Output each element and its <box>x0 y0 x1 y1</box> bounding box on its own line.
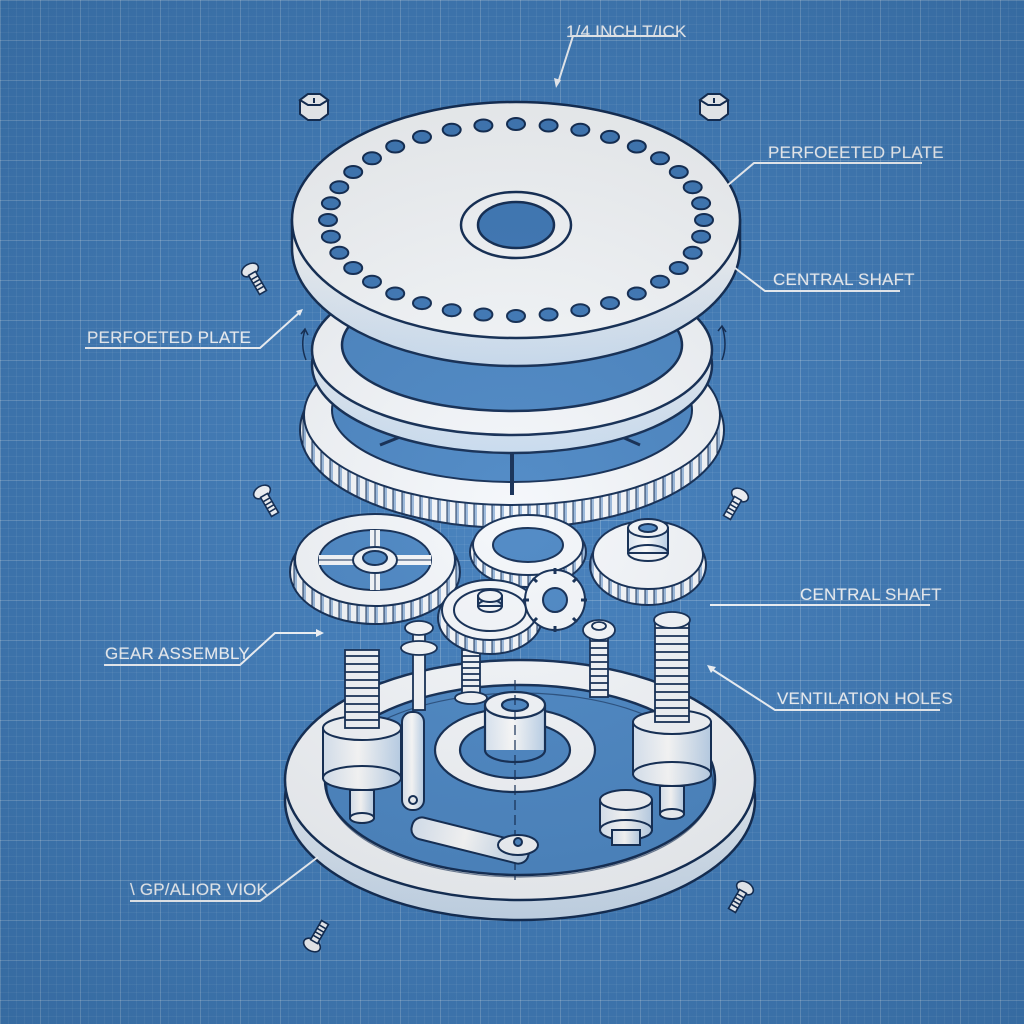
ventilation-hole <box>506 309 526 323</box>
ventilation-holes <box>318 117 714 323</box>
ventilation-hole <box>343 165 364 179</box>
ventilation-hole <box>412 129 432 144</box>
spring-damper-right <box>632 709 712 820</box>
ventilation-hole <box>682 180 703 195</box>
link-rod <box>401 711 539 865</box>
ventilation-hole <box>626 286 647 301</box>
screw-icon <box>722 487 750 521</box>
ventilation-hole <box>538 118 559 133</box>
hub-gear <box>589 518 707 606</box>
ventilation-hole <box>473 307 494 322</box>
screws <box>240 262 755 953</box>
springs <box>344 611 691 729</box>
spring-mid-right <box>582 619 616 698</box>
ventilation-hole <box>320 196 341 211</box>
label-central-shaft-upper: CENTRAL SHAFT <box>773 270 915 289</box>
ventilation-hole <box>691 229 712 244</box>
label-perforated-plate-left: PERFOETED PLATE <box>87 328 252 347</box>
ventilation-hole <box>329 180 350 195</box>
ventilation-hole <box>441 122 462 137</box>
spoked-gear <box>289 513 461 625</box>
motion-arrows <box>300 324 727 361</box>
spring-right <box>653 611 691 723</box>
spring-left <box>344 649 380 729</box>
ventilation-hole <box>682 245 703 260</box>
ventilation-hole <box>600 296 620 311</box>
ventilation-hole <box>570 122 591 137</box>
ventilation-hole <box>320 229 341 244</box>
ventilation-hole <box>385 286 406 301</box>
label-central-shaft-lower: CENTRAL SHAFT <box>800 585 942 604</box>
ventilation-hole <box>506 117 526 131</box>
ventilation-hole <box>412 296 432 311</box>
ventilation-hole <box>600 129 620 144</box>
label-gear-assembly: GEAR ASSEMBLY <box>105 644 250 663</box>
ventilation-hole <box>650 151 670 166</box>
leader-lines <box>85 35 940 902</box>
screw-icon <box>302 919 330 953</box>
ventilation-hole <box>538 307 559 322</box>
ventilation-hole <box>668 261 689 275</box>
ventilation-hole <box>473 118 494 133</box>
ventilation-hole <box>385 139 406 154</box>
ventilation-hole <box>441 303 462 318</box>
spool-part <box>599 789 653 846</box>
leader-arrowheads <box>296 78 716 673</box>
small-gear <box>523 568 587 632</box>
ventilation-hole <box>362 151 382 166</box>
back-gear <box>469 514 587 588</box>
ventilation-hole <box>668 165 689 179</box>
ventilation-hole <box>329 245 350 260</box>
hex-nut-left <box>298 93 330 121</box>
center-gear <box>437 579 543 655</box>
ventilation-hole <box>343 261 364 275</box>
screw-icon <box>727 880 755 914</box>
perforated-plate <box>290 100 742 368</box>
label-ventilation-holes: VENTILATION HOLES <box>777 689 953 708</box>
ventilation-hole <box>570 303 591 318</box>
ventilation-hole <box>362 274 382 289</box>
label-perforated-plate-right: PERFOEETED PLATE <box>768 143 944 162</box>
ventilation-hole <box>694 213 714 227</box>
ventilation-hole <box>650 274 670 289</box>
central-shaft-boss <box>433 680 597 880</box>
ventilation-hole <box>691 196 712 211</box>
pin-left <box>400 620 438 711</box>
label-thickness: 1/4 INCH T/ICK <box>566 22 687 41</box>
screw-icon <box>240 262 268 296</box>
ventilation-hole <box>318 213 338 227</box>
screw-icon <box>252 484 280 518</box>
hex-nut-right <box>698 93 730 121</box>
ventilation-hole <box>626 139 647 154</box>
label-base-illegible: \ GP/ALIOR VIOK <box>130 880 269 899</box>
